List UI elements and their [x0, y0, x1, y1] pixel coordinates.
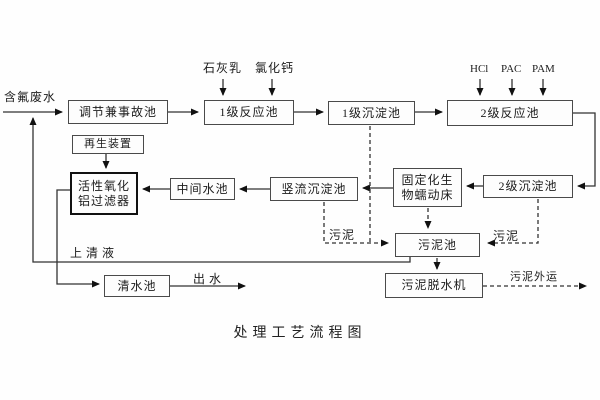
- node-reaction-pool-2: 2级反应池: [447, 100, 573, 126]
- label-hcl: HCl: [470, 63, 489, 75]
- label-sludge-left: 污泥: [329, 228, 356, 242]
- node-regulating-pool: 调节兼事故池: [68, 100, 168, 124]
- diagram-title: 处理工艺流程图: [233, 326, 367, 341]
- label-calcium-chloride: 氯化钙: [255, 61, 295, 75]
- label-effluent: 出水: [193, 272, 226, 286]
- label-sludge-out: 污泥外运: [508, 268, 560, 284]
- node-immobilized-bio-bed: 固定化生 物蠕动床: [393, 168, 462, 207]
- label-influent: 含氟废水: [4, 90, 57, 104]
- bio-bed-label-line2: 物蠕动床: [401, 187, 454, 202]
- node-intermediate-pool: 中间水池: [170, 178, 235, 200]
- bio-bed-label-line1: 固定化生: [401, 172, 454, 187]
- node-sedimentation-pool-2: 2级沉淀池: [483, 175, 573, 198]
- label-lime-milk: 石灰乳: [203, 61, 243, 75]
- node-sludge-pool: 污泥池: [395, 233, 480, 257]
- reaction2-to-sedimentation2-arrow: [573, 112, 596, 190]
- node-sludge-dewatering-machine: 污泥脱水机: [385, 273, 483, 298]
- alumina-filter-label-line1: 活性氧化: [77, 178, 130, 193]
- node-reaction-pool-1: 1级反应池: [204, 100, 294, 125]
- label-pam: PAM: [532, 63, 555, 75]
- node-vertical-flow-pool: 竖流沉淀池: [270, 177, 358, 201]
- node-clean-water-pool: 清水池: [104, 275, 170, 297]
- label-supernatant: 上清液: [70, 246, 119, 260]
- label-sludge-right: 污泥: [493, 229, 520, 243]
- node-regeneration-device: 再生装置: [72, 135, 144, 154]
- node-activated-alumina-filter: 活性氧化 铝过滤器: [70, 172, 138, 215]
- alumina-filter-label-line2: 铝过滤器: [77, 193, 130, 208]
- node-sedimentation-pool-1: 1级沉淀池: [328, 101, 415, 125]
- label-pac: PAC: [501, 63, 522, 75]
